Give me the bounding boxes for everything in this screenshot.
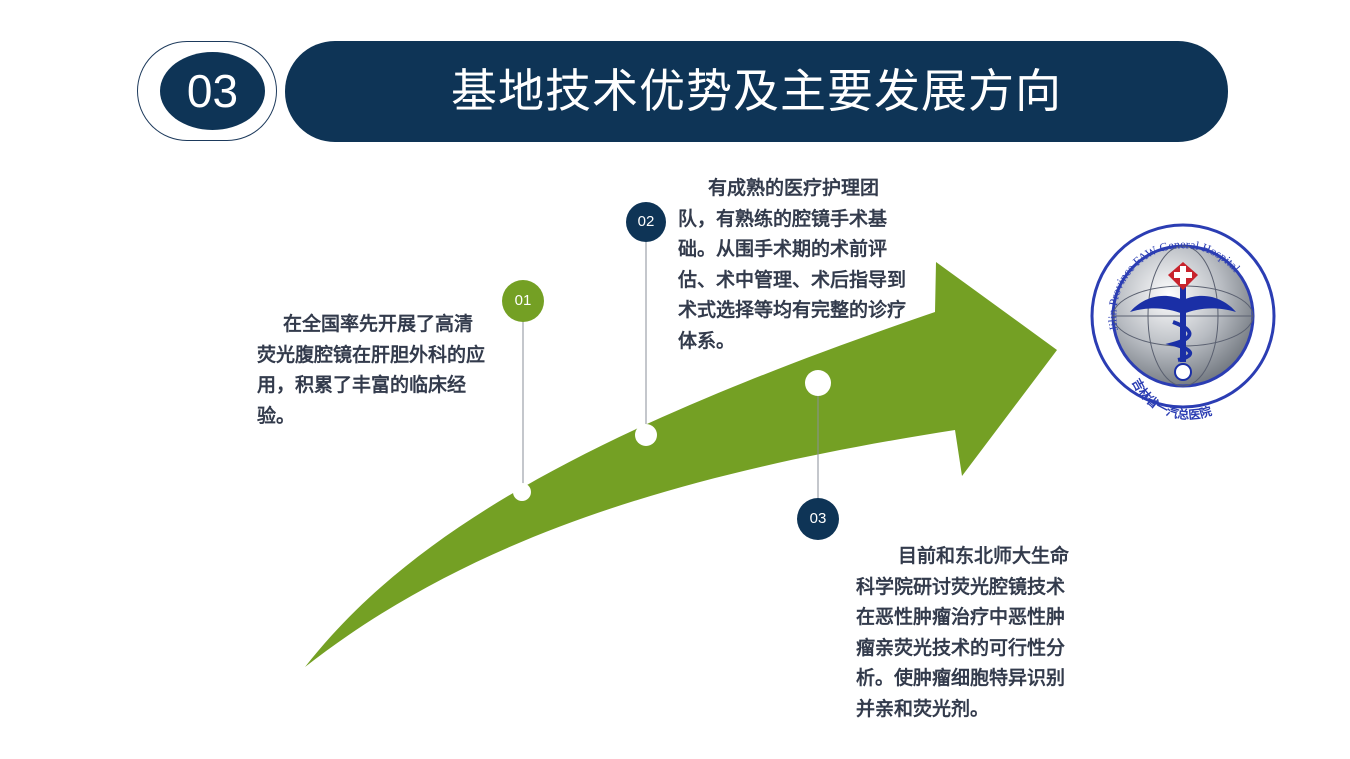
step-text-02: 有成熟的医疗护理团队，有熟练的腔镜手术基础。从围手术期的术前评估、术中管理、术后… <box>678 177 907 352</box>
green-arrow-shape <box>305 262 1057 667</box>
title-bar <box>285 41 1228 142</box>
arrow-point-01 <box>513 483 531 501</box>
step-text-03: 目前和东北师大生命科学院研讨荧光腔镜技术在恶性肿瘤治疗中恶性肿瘤亲荧光技术的可行… <box>856 545 1070 720</box>
red-cross-emblem-icon <box>1168 262 1198 290</box>
arrow-point-02 <box>635 424 657 446</box>
page-title: 基地技术优势及主要发展方向 <box>451 64 1062 118</box>
svg-text:吉林省一汽总医院: 吉林省一汽总医院 <box>1129 376 1213 422</box>
step-text-01: 在全国率先开展了高清荧光腹腔镜在肝胆外科的应用，积累了丰富的临床经验。 <box>257 313 486 427</box>
section-number: 03 <box>160 52 265 130</box>
arrow-point-03 <box>805 370 831 396</box>
step-badge-03: 03 <box>797 498 839 540</box>
caduceus-icon <box>1130 282 1236 362</box>
step-badge-02: 02 <box>626 202 666 242</box>
step-badge-01: 01 <box>502 280 544 322</box>
